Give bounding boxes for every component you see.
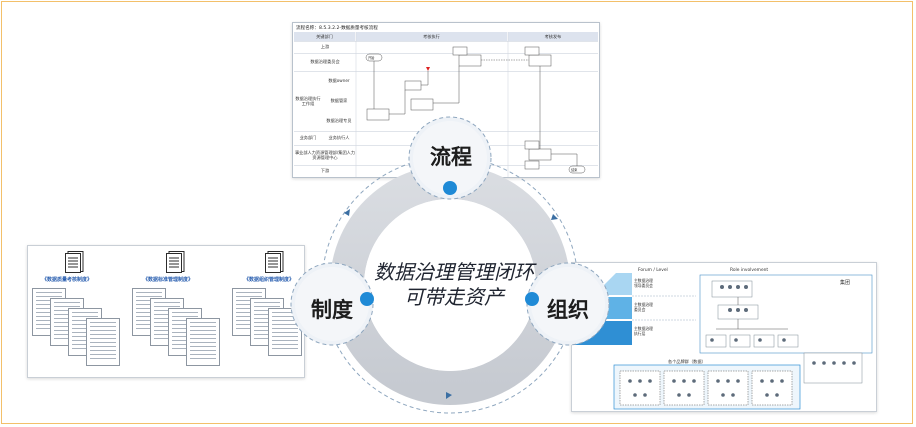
center-text-line: 数据治理管理闭环	[374, 260, 534, 284]
document-label: 《数据质量考核制度》	[42, 277, 93, 283]
tier-label: 主数据治理执行层	[634, 326, 653, 336]
organization-panel: Forum / Level Role involvement	[571, 262, 877, 412]
policy-node-dot	[360, 292, 374, 306]
flowchart-title: 流程名称：8.5.3.2.2-数据质量考核流程	[296, 26, 378, 31]
org-column-header: Forum / Level	[638, 268, 668, 273]
process-node-label: 流程	[430, 145, 472, 169]
flowchart-header-dept: 关键部门	[294, 32, 356, 41]
policy-node-fill	[295, 267, 369, 341]
lane-label: 业务执行人	[328, 135, 350, 141]
document-page	[86, 318, 120, 366]
cycle-center-text: 数据治理管理闭环 可带走资产	[362, 260, 546, 310]
group-boundary	[699, 274, 873, 354]
document-icon	[65, 251, 84, 273]
flow-doc	[452, 46, 468, 56]
cycle-arrow	[551, 214, 558, 220]
brand-group-label: 各个品牌群（数据）	[668, 359, 706, 364]
lane-row	[294, 71, 598, 131]
lane-label: 数据治理委员会	[310, 59, 340, 65]
center-text-line: 可带走资产	[404, 285, 504, 309]
lane-row	[294, 53, 598, 71]
lane-label: 数据治理专员	[326, 118, 352, 124]
flow-end-text: 结束	[571, 167, 578, 172]
cycle-center-disc	[364, 199, 536, 371]
flow-step	[410, 98, 434, 111]
flowchart-header-publish: 考核发布	[508, 32, 599, 41]
document-icon	[265, 251, 284, 273]
lane-row	[294, 41, 598, 53]
flow-doc	[524, 46, 540, 56]
cycle-arrow	[344, 209, 350, 216]
lane-group-label: 业务部门	[299, 135, 317, 141]
lane-label: 上游	[320, 44, 330, 50]
document-page	[186, 318, 220, 366]
policy-documents-panel: 《数据质量考核制度》 《数据标准管理制度》 《数据组织管理制度》	[27, 245, 305, 378]
cycle-arrow	[446, 392, 452, 399]
policy-node-label: 制度	[311, 298, 353, 322]
group-label: 集团	[840, 280, 851, 286]
process-node-fill	[413, 121, 487, 195]
flow-start-text: 开始	[368, 55, 375, 60]
process-node-dot	[443, 181, 457, 195]
lane-label: 数据管家	[330, 98, 348, 104]
flow-step	[366, 108, 390, 121]
document-label: 《数据组织管理制度》	[244, 277, 295, 283]
lane-label: 事业部人力资源管理部/集团人力资源管理中心	[294, 149, 356, 160]
flowchart-header-exec: 考核执行	[356, 32, 508, 41]
document-label: 《数据标准管理制度》	[143, 277, 194, 283]
document-icon	[166, 251, 185, 273]
flowchart-diagram: 开始 结束	[355, 32, 586, 177]
flow-step	[458, 54, 482, 67]
org-column-header: Role involvement	[730, 268, 769, 273]
lane-label: 下游	[320, 168, 330, 174]
organization-node-fill	[531, 267, 605, 341]
flow-marker	[426, 67, 430, 71]
tier-label: 主数据治理领导委员会	[634, 278, 653, 288]
organization-node-label: 组织	[547, 298, 589, 322]
lane-label: 数据owner	[328, 78, 350, 84]
flow-step	[404, 80, 422, 91]
lane-group-label: 数据治理执行工作组	[295, 95, 321, 106]
organization-node-dot	[525, 292, 539, 306]
tier-label: 主数据治理委员会	[634, 302, 653, 312]
flow-doc	[524, 160, 540, 170]
flow-doc	[524, 140, 540, 150]
